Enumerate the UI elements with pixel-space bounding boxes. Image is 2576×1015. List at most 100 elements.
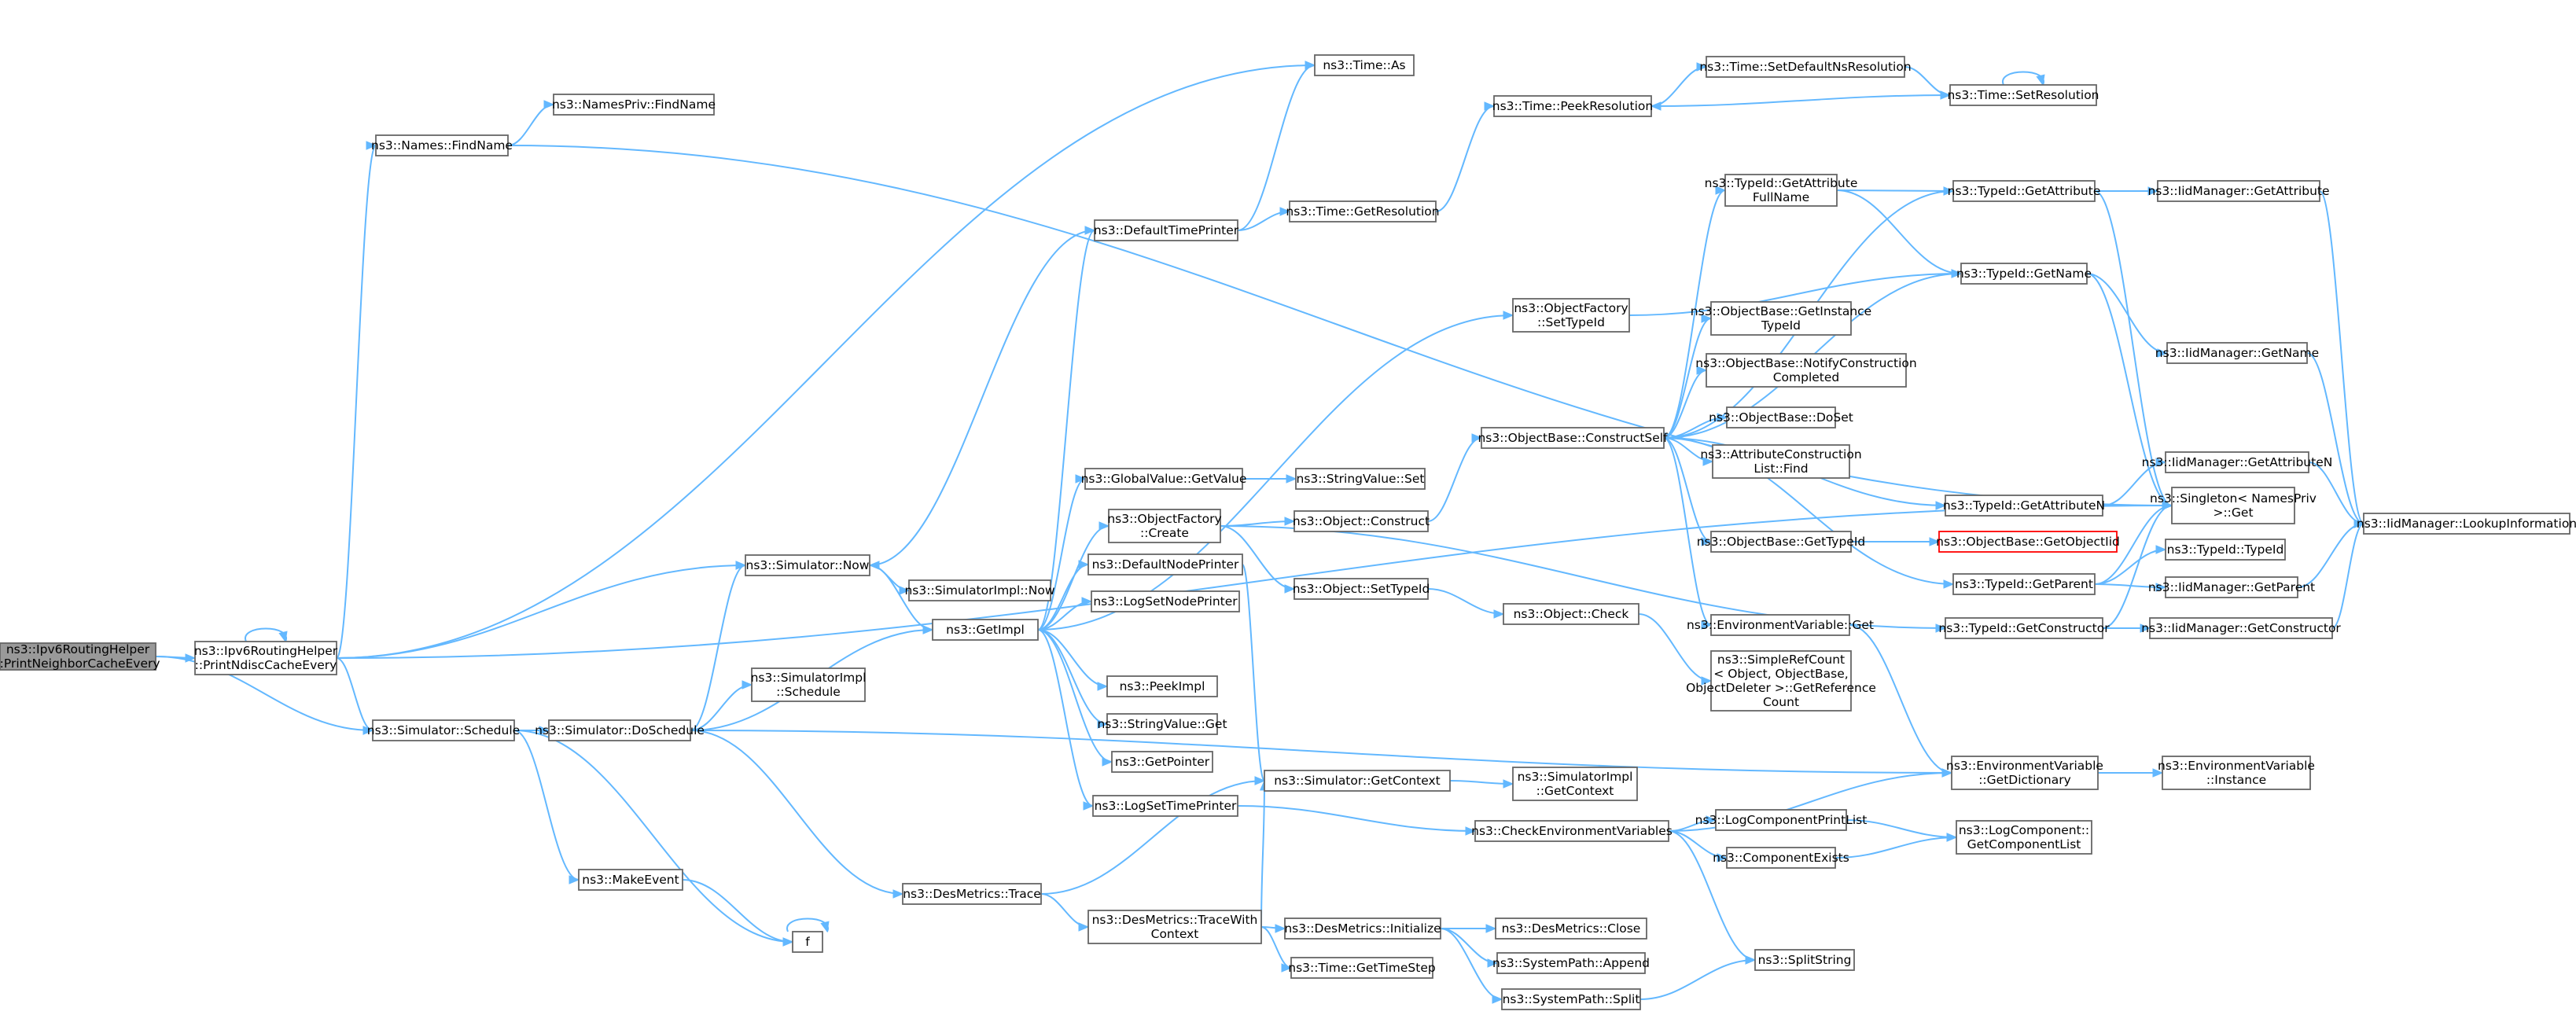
node-box: [1493, 95, 1652, 117]
node-findname[interactable]: ns3::Names::FindName: [371, 134, 513, 156]
node-lcgcl[interactable]: ns3::LogComponent::GetComponentList: [1956, 820, 2092, 855]
node-objconstruct[interactable]: ns3::Object::Construct: [1293, 510, 1430, 532]
node-envinst[interactable]: ns3::EnvironmentVariable::Instance: [2158, 756, 2315, 790]
edge-findname-to-npfind: [507, 100, 555, 146]
node-peekimpl[interactable]: ns3::PeekImpl: [1106, 675, 1218, 697]
node-logsetnode[interactable]: ns3::LogSetNodePrinter: [1091, 590, 1240, 612]
node-spsplit[interactable]: ns3::SystemPath::Split: [1501, 988, 1641, 1010]
node-compexists[interactable]: ns3::ComponentExists: [1713, 847, 1849, 869]
node-tidgetattrn[interactable]: ns3::TypeId::GetAttributeN: [1943, 495, 2105, 517]
edge-line: [1040, 893, 1089, 928]
node-label: ns3::TypeId::GetParent: [1955, 577, 2093, 591]
node-obgettid[interactable]: ns3::ObjectBase::GetTypeId: [1697, 531, 1866, 553]
node-tidgetattr[interactable]: ns3::TypeId::GetAttribute: [1948, 180, 2101, 202]
node-tidtid[interactable]: ns3::TypeId::TypeId: [2165, 539, 2286, 561]
node-desclose[interactable]: ns3::DesMetrics::Close: [1495, 918, 1647, 940]
edge-arrowhead: [543, 100, 555, 109]
node-iidgetparent[interactable]: ns3::IidManager::GetParent: [2148, 576, 2315, 598]
node-obgetoid[interactable]: ns3::ObjectBase::GetObjectIid: [1936, 531, 2120, 553]
node-objcheck[interactable]: ns3::Object::Check: [1503, 603, 1639, 625]
node-box: [1084, 468, 1243, 490]
node-desinit[interactable]: ns3::DesMetrics::Initialize: [1284, 918, 1441, 940]
node-simnow[interactable]: ns3::Simulator::Now: [745, 554, 870, 576]
node-checkenv[interactable]: ns3::CheckEnvironmentVariables: [1471, 820, 1673, 842]
node-timepeek[interactable]: ns3::Time::PeekResolution: [1492, 95, 1653, 117]
node-implsched[interactable]: ns3::SimulatorImpl::Schedule: [751, 667, 867, 702]
edge-envgetdict-to-envinst: [2098, 768, 2164, 778]
node-makeevent[interactable]: ns3::MakeEvent: [578, 869, 683, 891]
node-defnode[interactable]: ns3::DefaultNodePrinter: [1087, 553, 1243, 576]
node-iidgetctor[interactable]: ns3::IidManager::GetConstructor: [2141, 617, 2341, 639]
node-doset[interactable]: ns3::ObjectBase::DoSet: [1709, 406, 1853, 428]
node-gettimestep[interactable]: ns3::Time::GetTimeStep: [1288, 957, 1436, 979]
edge-makeevent-to-f: [682, 879, 794, 947]
node-iidgetattrn[interactable]: ns3::IidManager::GetAttributeN: [2142, 451, 2333, 473]
node-envgetdict[interactable]: ns3::EnvironmentVariable::GetDictionary: [1946, 756, 2103, 790]
node-getimpl[interactable]: ns3::GetImpl: [932, 619, 1039, 641]
node-logcpl[interactable]: ns3::LogComponentPrintList: [1695, 809, 1868, 831]
edge-line: [2319, 190, 2364, 524]
node-envget[interactable]: ns3::EnvironmentVariable::Get: [1687, 614, 1874, 636]
edge-timesetres-to-timepeek: [1650, 94, 1951, 111]
node-label: f: [805, 935, 810, 949]
node-refcount[interactable]: ns3::SimpleRefCount< Object, ObjectBase,…: [1686, 650, 1876, 712]
node-tidgetctor[interactable]: ns3::TypeId::GetConstructor: [1938, 617, 2110, 639]
node-timesetres[interactable]: ns3::Time::SetResolution: [1947, 84, 2099, 106]
node-label: ns3::Simulator::Now: [746, 558, 870, 572]
node-splitstring[interactable]: ns3::SplitString: [1754, 949, 1855, 971]
node-notifycc[interactable]: ns3::ObjectBase::NotifyConstructionCompl…: [1695, 353, 1917, 388]
node-svset[interactable]: ns3::StringValue::Set: [1295, 468, 1426, 490]
node-logsettime[interactable]: ns3::LogSetTimePrinter: [1092, 795, 1238, 817]
node-simgetctx[interactable]: ns3::Simulator::GetContext: [1264, 770, 1451, 792]
node-implgetctx[interactable]: ns3::SimulatorImpl::GetContext: [1512, 767, 1638, 801]
node-tidgetname[interactable]: ns3::TypeId::GetName: [1956, 263, 2092, 285]
node-f[interactable]: f: [792, 931, 823, 953]
edge-line: [1668, 772, 1952, 832]
edge-timesetres-to-timesetres: [2002, 71, 2045, 86]
edge-construct-to-obgettid: [1663, 437, 1713, 546]
node-tidgetparent[interactable]: ns3::TypeId::GetParent: [1952, 573, 2096, 595]
node-ofsettid[interactable]: ns3::ObjectFactory::SetTypeId: [1512, 298, 1630, 333]
node-gvget[interactable]: ns3::GlobalValue::GetValue: [1081, 468, 1247, 490]
node-label: ns3::GetImpl: [946, 623, 1025, 637]
node-implnow[interactable]: ns3::SimulatorImpl::Now: [904, 579, 1055, 601]
node-ndisc[interactable]: ns3::Ipv6RoutingHelper::PrintNdiscCacheE…: [194, 641, 338, 675]
edge-getimpl-to-deftime: [1037, 226, 1096, 631]
node-timegetres[interactable]: ns3::Time::GetResolution: [1286, 200, 1440, 222]
node-deftime[interactable]: ns3::DefaultTimePrinter: [1094, 219, 1239, 241]
edge-checkenv-to-splitstring: [1668, 830, 1757, 965]
edge-tidattrfull-to-tidgetname: [1836, 189, 1963, 278]
edge-line: [2094, 549, 2166, 585]
node-dosched[interactable]: ns3::Simulator::DoSchedule: [535, 719, 705, 741]
node-npfind[interactable]: ns3::NamesPriv::FindName: [552, 94, 716, 116]
node-construct[interactable]: ns3::ObjectBase::ConstructSelf: [1478, 427, 1668, 449]
node-label: ns3::SimpleRefCount: [1717, 653, 1845, 667]
node-box: [751, 667, 866, 702]
node-box: [1952, 573, 2096, 595]
node-label: Count: [1763, 695, 1799, 709]
edge-getimpl-to-defnode: [1037, 560, 1090, 631]
node-iidlookup[interactable]: ns3::IidManager::LookupInformation: [2357, 513, 2576, 535]
node-svget[interactable]: ns3::StringValue::Get: [1097, 713, 1227, 735]
node-simsched[interactable]: ns3::Simulator::Schedule: [367, 719, 520, 741]
node-timesetdef[interactable]: ns3::Time::SetDefaultNsResolution: [1699, 56, 1912, 78]
node-timeas[interactable]: ns3::Time::As: [1314, 54, 1415, 76]
edge-arrowhead: [1102, 757, 1113, 767]
node-iidgetattr[interactable]: ns3::IidManager::GetAttribute: [2147, 180, 2330, 202]
node-getptr[interactable]: ns3::GetPointer: [1111, 751, 1213, 773]
edge-arrowhead: [1701, 537, 1713, 546]
node-iidgetname[interactable]: ns3::IidManager::GetName: [2155, 342, 2319, 364]
node-label: ns3::DesMetrics::TraceWith: [1092, 913, 1258, 927]
node-ofcreate[interactable]: ns3::ObjectFactory::Create: [1107, 509, 1222, 543]
node-singleton[interactable]: ns3::Singleton< NamesPriv>::Get: [2150, 487, 2317, 524]
edge-arrowhead: [278, 631, 288, 643]
edge-line: [507, 104, 554, 146]
node-objsettid[interactable]: ns3::Object::SetTypeId: [1293, 578, 1430, 600]
node-destrace[interactable]: ns3::DesMetrics::Trace: [902, 883, 1042, 905]
node-spappend[interactable]: ns3::SystemPath::Append: [1492, 952, 1650, 974]
